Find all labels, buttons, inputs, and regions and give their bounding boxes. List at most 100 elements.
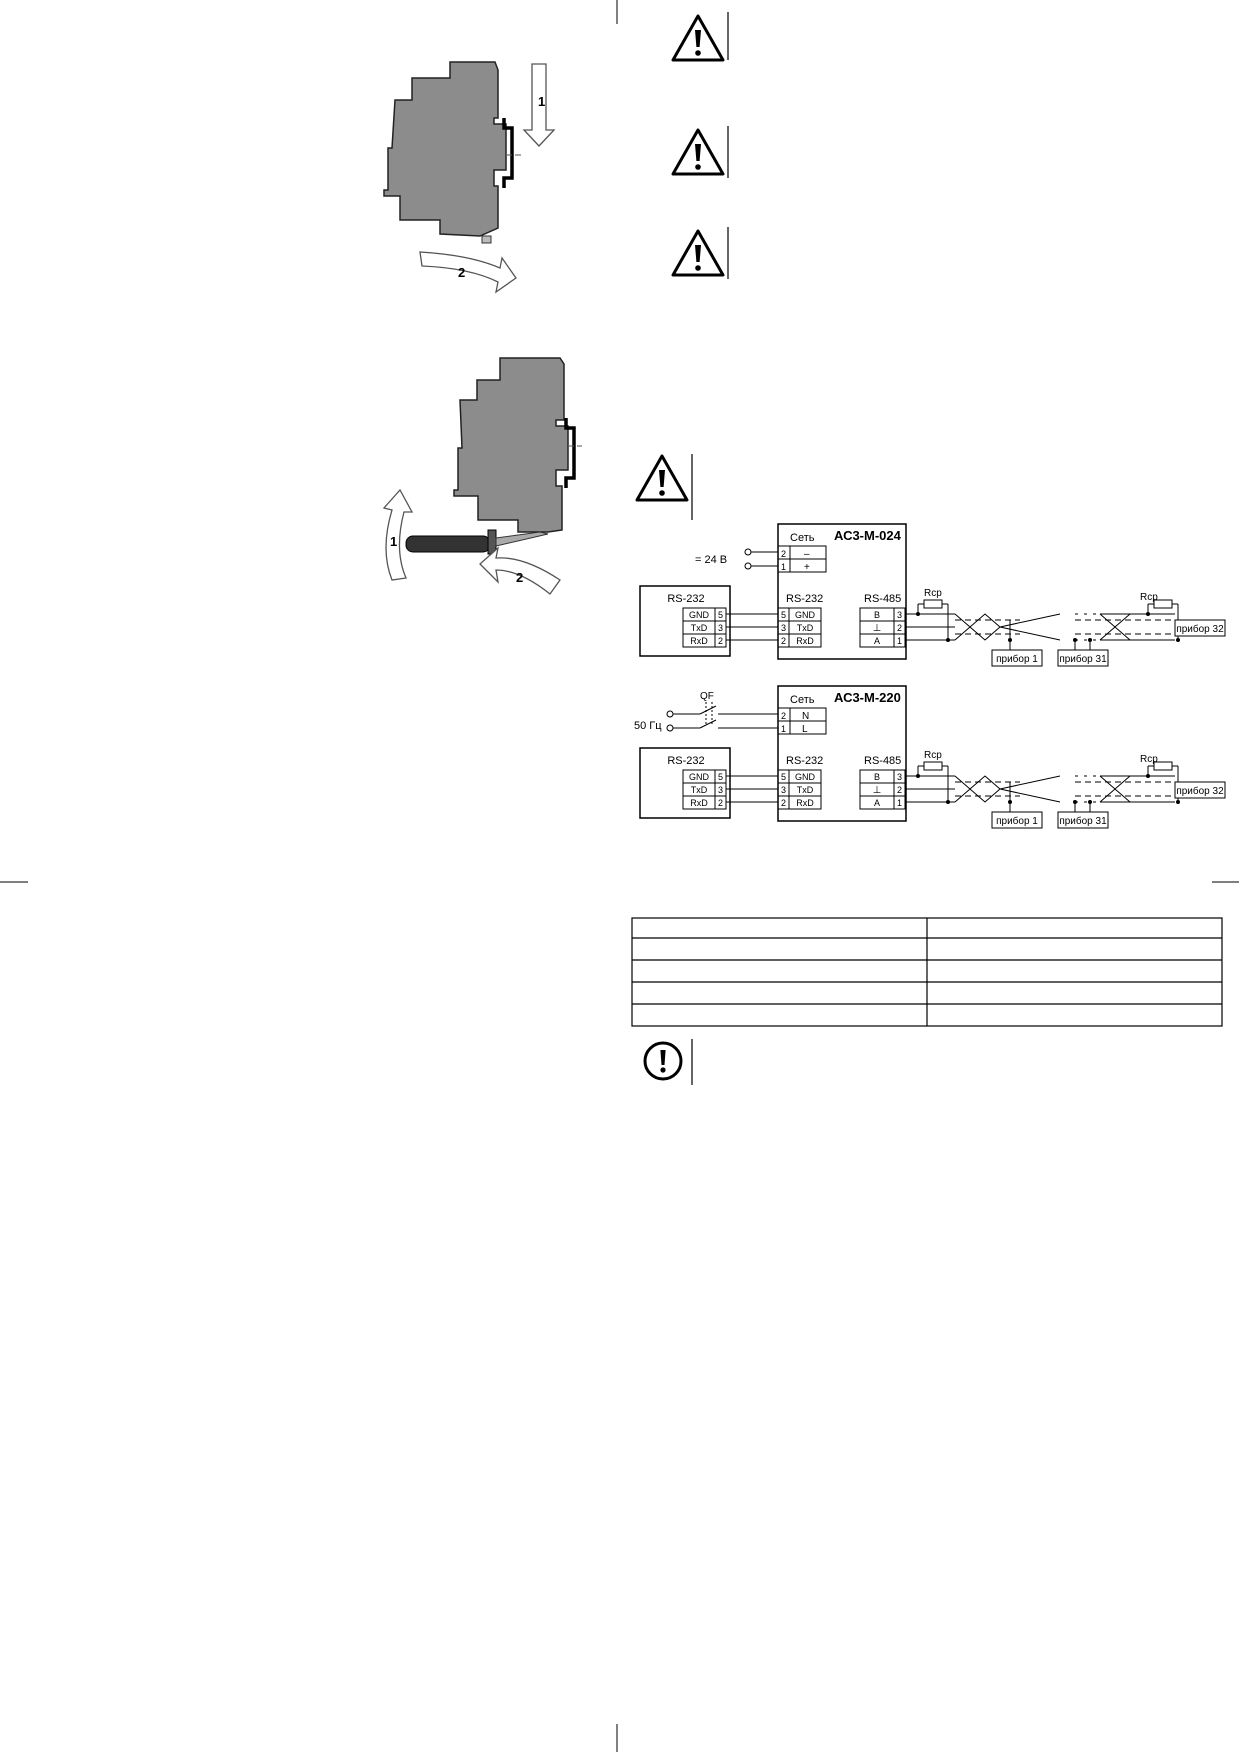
pin-number: 3 bbox=[897, 772, 902, 782]
rs485-label: RS-485 bbox=[864, 755, 901, 767]
device-32-label: прибор 32 bbox=[1176, 785, 1224, 797]
model-title: АС3-М-024 bbox=[834, 528, 902, 543]
pin-number: 5 bbox=[718, 772, 723, 782]
screwdriver-icon bbox=[405, 529, 549, 555]
resistor-label: Rср bbox=[924, 750, 942, 761]
pin-name: N bbox=[802, 711, 809, 722]
din-rail bbox=[564, 418, 576, 488]
pin-number: 2 bbox=[718, 636, 723, 646]
pin-number: 3 bbox=[718, 623, 723, 633]
pin-number: 3 bbox=[781, 623, 786, 633]
resistor-label: Rср bbox=[1140, 754, 1158, 765]
arrow-rotate-icon: 2 bbox=[479, 546, 561, 595]
pin-number: 3 bbox=[897, 610, 902, 620]
pin-name: GND bbox=[795, 772, 816, 782]
pc-pins: GND 5 TxD 3 RxD 2 bbox=[682, 769, 727, 810]
device-housing bbox=[383, 61, 507, 237]
pin-name: GND bbox=[795, 610, 816, 620]
warning-triangle-icon bbox=[671, 14, 725, 62]
pin-name: B bbox=[874, 772, 880, 782]
pin-number: 2 bbox=[718, 798, 723, 808]
resistor-label: Rср bbox=[1140, 592, 1158, 603]
device-housing bbox=[453, 357, 569, 533]
warning-block-4 bbox=[635, 454, 693, 520]
pin-number: 2 bbox=[781, 798, 786, 808]
pin-name: A bbox=[874, 636, 880, 646]
pin-number: 1 bbox=[781, 562, 786, 572]
pin-number: 1 bbox=[897, 798, 902, 808]
module-rs232-pins: 5 GND 3 TxD 2 RxD bbox=[777, 607, 822, 648]
pin-name: ⊥ bbox=[873, 623, 882, 634]
module-rs485-pins: B 3 ⊥ 2 A 1 bbox=[859, 607, 906, 648]
mounting-install-figure: 1 2 bbox=[383, 61, 556, 294]
pin-number: 2 bbox=[781, 549, 786, 559]
empty-table bbox=[631, 917, 1223, 1027]
pin-name: L bbox=[802, 724, 808, 735]
arrow-rotate-icon: 1 bbox=[382, 488, 414, 581]
pc-port-label: RS-232 bbox=[667, 593, 704, 605]
warning-block-2 bbox=[671, 126, 729, 178]
pin-name: TxD bbox=[797, 785, 814, 795]
pin-number: 2 bbox=[781, 711, 786, 721]
warning-block-1 bbox=[671, 12, 729, 62]
pin-name: RxD bbox=[690, 636, 708, 646]
module-rs232-pins: 5 GND 3 TxD 2 RxD bbox=[777, 769, 822, 810]
pin-name: TxD bbox=[691, 785, 708, 795]
device-1-label: прибор 1 bbox=[996, 653, 1038, 665]
rs232-label: RS-232 bbox=[786, 593, 823, 605]
pin-number: 2 bbox=[897, 785, 902, 795]
step-2-label: 2 bbox=[516, 570, 523, 585]
pin-name: RxD bbox=[796, 636, 814, 646]
device-1-label: прибор 1 bbox=[996, 815, 1038, 827]
rs485-bus bbox=[905, 761, 1179, 812]
pin-number: 1 bbox=[897, 636, 902, 646]
rs485-bus bbox=[905, 599, 1179, 650]
module-rs485-pins: B 3 ⊥ 2 A 1 bbox=[859, 769, 906, 810]
pin-name: GND bbox=[689, 772, 710, 782]
pc-pins: GND 5 TxD 3 RxD 2 bbox=[682, 607, 727, 648]
wiring-diagram-ac3-m-024: Сеть АС3-М-024 2 – 1 + = 24 В RS-232 GND… bbox=[639, 523, 1226, 667]
pin-name: ⊥ bbox=[873, 785, 882, 796]
resistor-label: Rср bbox=[924, 588, 942, 599]
pin-name: GND bbox=[689, 610, 710, 620]
pin-number: 3 bbox=[781, 785, 786, 795]
pin-name: TxD bbox=[691, 623, 708, 633]
pin-name: + bbox=[804, 562, 810, 573]
pin-number: 5 bbox=[718, 610, 723, 620]
arrow-down-icon: 1 bbox=[522, 63, 556, 147]
step-2-label: 2 bbox=[458, 265, 465, 280]
pin-name: B bbox=[874, 610, 880, 620]
pin-number: 1 bbox=[781, 724, 786, 734]
warning-triangle-icon bbox=[671, 229, 725, 277]
device-31-label: прибор 31 bbox=[1059, 815, 1107, 827]
exclamation-circle-icon bbox=[643, 1041, 683, 1081]
warning-triangle-icon bbox=[635, 454, 689, 502]
network-label: Сеть bbox=[790, 532, 815, 544]
supply-label: 50 Гц bbox=[634, 720, 662, 732]
rs485-label: RS-485 bbox=[864, 593, 901, 605]
pin-name: RxD bbox=[690, 798, 708, 808]
pin-number: 2 bbox=[897, 623, 902, 633]
pin-number: 5 bbox=[781, 610, 786, 620]
model-title: АС3-М-220 bbox=[834, 690, 901, 705]
mounting-remove-figure: 1 2 bbox=[382, 357, 582, 595]
din-rail bbox=[502, 118, 514, 188]
pin-number: 5 bbox=[781, 772, 786, 782]
warning-triangle-icon bbox=[671, 128, 725, 176]
wiring-diagram-ac3-m-220: Сеть АС3-М-220 2 N 1 L QF 50 Гц RS-232 bbox=[634, 685, 1226, 829]
pin-number: 2 bbox=[781, 636, 786, 646]
pin-number: 3 bbox=[718, 785, 723, 795]
network-label: Сеть bbox=[790, 694, 815, 706]
supply-label: = 24 В bbox=[695, 554, 727, 566]
warning-block-3 bbox=[671, 227, 729, 279]
device-32-label: прибор 32 bbox=[1176, 623, 1224, 635]
rs232-label: RS-232 bbox=[786, 755, 823, 767]
step-1-label: 1 bbox=[538, 94, 545, 109]
pin-name: – bbox=[804, 549, 810, 560]
pin-name: RxD bbox=[796, 798, 814, 808]
notice-block bbox=[643, 1039, 693, 1085]
switch-label: QF bbox=[700, 691, 714, 702]
circuit-breaker bbox=[673, 702, 778, 729]
